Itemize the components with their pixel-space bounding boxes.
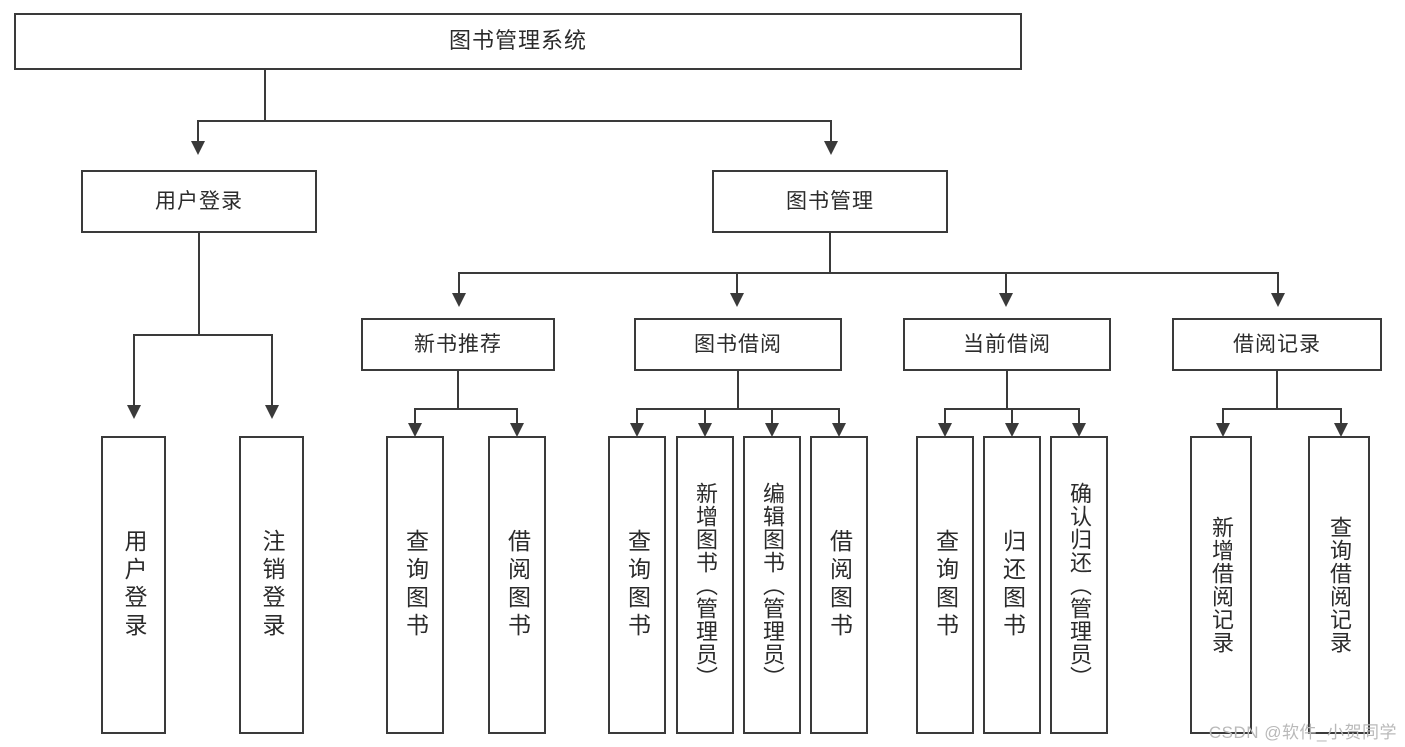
node-label: 归还图书 (999, 529, 1026, 641)
node-leaf-user-login[interactable]: 用户登录 (101, 436, 166, 734)
connector-drop-leaf-borrow-book-2 (838, 408, 840, 426)
connector-drop-leaf-borrow-book-1 (516, 408, 518, 426)
connector-drop-leaf-add-record (1222, 408, 1224, 426)
csdn-watermark: CSDN @软件_小贺同学 (1208, 723, 1397, 742)
arrow-to-leaf-query-book-3 (938, 423, 952, 437)
connector-drop-leaf-user-login (133, 334, 135, 407)
arrow-to-leaf-edit-book (765, 423, 779, 437)
node-label: 注销登录 (259, 529, 285, 641)
node-leaf-add-record[interactable]: 新增借阅记录 (1190, 436, 1252, 734)
connector-book-manage-stem (829, 233, 831, 274)
connector-drop-book-borrow (736, 272, 738, 295)
connector-book-borrow-bus (636, 408, 839, 410)
node-label: 新书推荐 (414, 332, 502, 356)
node-leaf-query-book-2[interactable]: 查询图书 (608, 436, 666, 734)
arrow-to-leaf-query-book-2 (630, 423, 644, 437)
node-label: 查询借阅记录 (1327, 516, 1352, 654)
node-label: 图书借阅 (694, 332, 782, 356)
arrow-to-leaf-return-book (1005, 423, 1019, 437)
connector-level1-drop-user-login (197, 120, 199, 143)
node-leaf-add-book[interactable]: 新增图书（管理员） (676, 436, 734, 734)
connector-drop-leaf-query-book-2 (636, 408, 638, 426)
node-leaf-confirm-return[interactable]: 确认归还（管理员） (1050, 436, 1108, 734)
arrow-to-leaf-add-record (1216, 423, 1230, 437)
node-label: 图书管理系统 (448, 28, 587, 54)
node-label: 借阅图书 (826, 529, 853, 641)
node-user-login[interactable]: 用户登录 (81, 170, 317, 233)
arrow-to-borrow-record (1271, 293, 1285, 307)
node-leaf-query-book-1[interactable]: 查询图书 (386, 436, 444, 734)
arrow-to-current-borrow (999, 293, 1013, 307)
connector-level2-bus (458, 272, 1279, 274)
arrow-to-leaf-borrow-book-2 (832, 423, 846, 437)
connector-user-login-stem (198, 233, 200, 336)
arrow-to-leaf-logout-login (265, 405, 279, 419)
connector-level1-bus (197, 120, 832, 122)
node-label: 当前借阅 (963, 332, 1051, 356)
node-book-manage[interactable]: 图书管理 (712, 170, 948, 233)
node-label: 新增借阅记录 (1209, 516, 1234, 654)
connector-user-login-bus (133, 334, 273, 336)
arrow-to-leaf-confirm-return (1072, 423, 1086, 437)
connector-new-book-recommend-stem (457, 371, 459, 410)
node-root-system[interactable]: 图书管理系统 (14, 13, 1022, 70)
connector-drop-leaf-query-book-1 (414, 408, 416, 426)
arrow-to-leaf-borrow-book-1 (510, 423, 524, 437)
arrow-to-user-login (191, 141, 205, 155)
connector-drop-leaf-query-book-3 (944, 408, 946, 426)
connector-current-borrow-stem (1006, 371, 1008, 410)
arrow-to-new-book-recommend (452, 293, 466, 307)
node-book-borrow[interactable]: 图书借阅 (634, 318, 842, 371)
node-leaf-return-book[interactable]: 归还图书 (983, 436, 1041, 734)
node-leaf-query-book-3[interactable]: 查询图书 (916, 436, 974, 734)
connector-drop-leaf-confirm-return (1078, 408, 1080, 426)
node-leaf-logout-login[interactable]: 注销登录 (239, 436, 304, 734)
connector-drop-new-book-recommend (458, 272, 460, 295)
node-label: 用户登录 (121, 529, 147, 641)
connector-book-borrow-stem (737, 371, 739, 410)
node-label: 查询图书 (402, 529, 429, 641)
arrow-to-book-manage (824, 141, 838, 155)
connector-drop-current-borrow (1005, 272, 1007, 295)
node-new-book-recommend[interactable]: 新书推荐 (361, 318, 555, 371)
connector-drop-leaf-add-book (704, 408, 706, 426)
node-label: 查询图书 (624, 529, 651, 641)
node-label: 新增图书（管理员） (693, 481, 718, 689)
connector-level1-drop-book-manage (830, 120, 832, 143)
connector-borrow-record-bus (1222, 408, 1342, 410)
arrow-to-leaf-user-login (127, 405, 141, 419)
node-label: 用户登录 (155, 189, 243, 213)
connector-drop-leaf-return-book (1011, 408, 1013, 426)
node-leaf-borrow-book-1[interactable]: 借阅图书 (488, 436, 546, 734)
node-current-borrow[interactable]: 当前借阅 (903, 318, 1111, 371)
node-label: 编辑图书（管理员） (760, 481, 785, 689)
arrow-to-book-borrow (730, 293, 744, 307)
node-label: 确认归还（管理员） (1067, 481, 1092, 689)
node-label: 借阅图书 (504, 529, 531, 641)
arrow-to-leaf-query-book-1 (408, 423, 422, 437)
arrow-to-leaf-query-record (1334, 423, 1348, 437)
node-label: 查询图书 (932, 529, 959, 641)
node-leaf-borrow-book-2[interactable]: 借阅图书 (810, 436, 868, 734)
connector-new-book-recommend-bus (414, 408, 518, 410)
connector-borrow-record-stem (1276, 371, 1278, 410)
node-label: 图书管理 (786, 189, 874, 213)
connector-drop-leaf-query-record (1340, 408, 1342, 426)
node-leaf-edit-book[interactable]: 编辑图书（管理员） (743, 436, 801, 734)
connector-drop-leaf-logout-login (271, 334, 273, 407)
arrow-to-leaf-add-book (698, 423, 712, 437)
connector-root-stem (264, 70, 266, 121)
connector-drop-leaf-edit-book (771, 408, 773, 426)
node-borrow-record[interactable]: 借阅记录 (1172, 318, 1382, 371)
node-label: 借阅记录 (1233, 332, 1321, 356)
node-leaf-query-record[interactable]: 查询借阅记录 (1308, 436, 1370, 734)
connector-drop-borrow-record (1277, 272, 1279, 295)
